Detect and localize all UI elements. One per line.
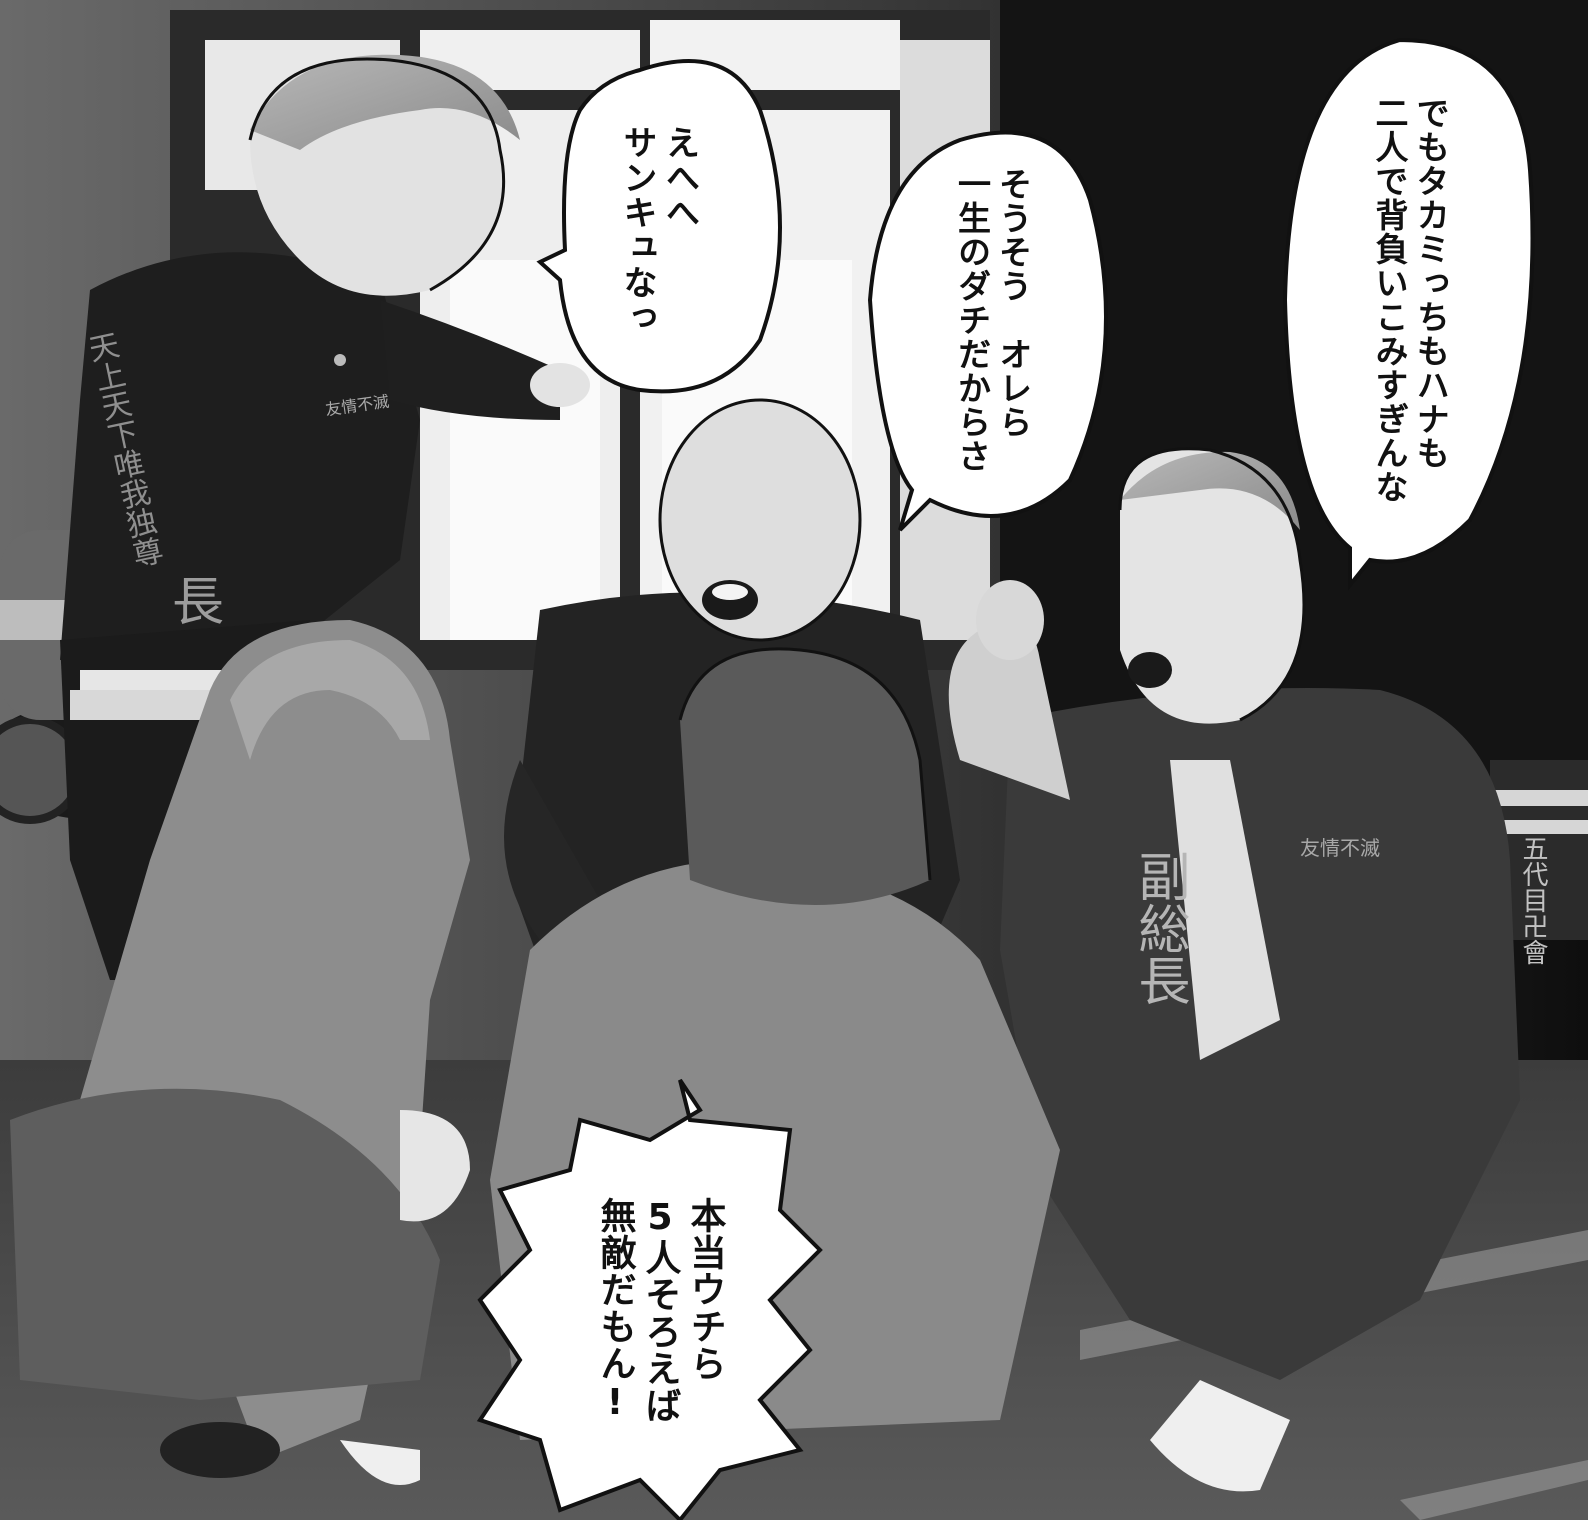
speech-line: 一生のダチだからさ bbox=[952, 167, 992, 473]
right-sleeve-embroidery: 五代目卍會 bbox=[1518, 835, 1548, 965]
speech-line: 5人そろえば bbox=[639, 1196, 681, 1424]
bubble-shape-hontou bbox=[476, 1078, 823, 1520]
bubble-shape-demo bbox=[1282, 37, 1535, 591]
speech-text-hontou: 本当ウチら 5人そろえば 無敵だもん! bbox=[593, 1197, 728, 1424]
speech-line: 本当ウチら bbox=[684, 1196, 726, 1382]
right-boy bbox=[948, 448, 1520, 1492]
bubble-shape-ehehe bbox=[536, 59, 782, 394]
speech-bubble-hontou: 本当ウチら 5人そろえば 無敵だもん! bbox=[560, 1160, 760, 1460]
long-hair-girl bbox=[10, 620, 470, 1485]
right-rank-embroidery: 副総長 bbox=[1129, 850, 1189, 1006]
speech-line: 二人で背負いこみすぎんな bbox=[1370, 96, 1409, 504]
right-chest-embroidery: 友情不滅 bbox=[1300, 836, 1380, 860]
ink-outlines bbox=[248, 57, 1306, 881]
speech-line: えへへ bbox=[659, 125, 700, 230]
speech-bubble-demo: でもタカミっちもハナも 二人で背負いこみすぎんな bbox=[1305, 70, 1515, 530]
left-rank-embroidery: 長 bbox=[172, 573, 225, 633]
speech-line: でもタカミっちもハナも bbox=[1411, 96, 1451, 470]
speech-line: 無敵だもん! bbox=[594, 1196, 636, 1424]
floor-line-2 bbox=[1400, 1460, 1588, 1520]
bubble-shape-sousou bbox=[867, 130, 1108, 532]
speech-text-sousou: そうそう オレら 一生のダチだからさ bbox=[951, 167, 1034, 473]
speech-bubble-sousou: そうそう オレら 一生のダチだからさ bbox=[900, 150, 1085, 490]
speech-text-ehehe: えへへ サンキュなっ bbox=[616, 125, 701, 335]
speech-bubble-ehehe: えへへ サンキュなっ bbox=[578, 95, 738, 365]
speech-line: そうそう オレら bbox=[993, 167, 1033, 439]
speech-text-demo: でもタカミっちもハナも 二人で背負いこみすぎんな bbox=[1369, 96, 1452, 504]
speech-line: サンキュなっ bbox=[617, 125, 657, 335]
